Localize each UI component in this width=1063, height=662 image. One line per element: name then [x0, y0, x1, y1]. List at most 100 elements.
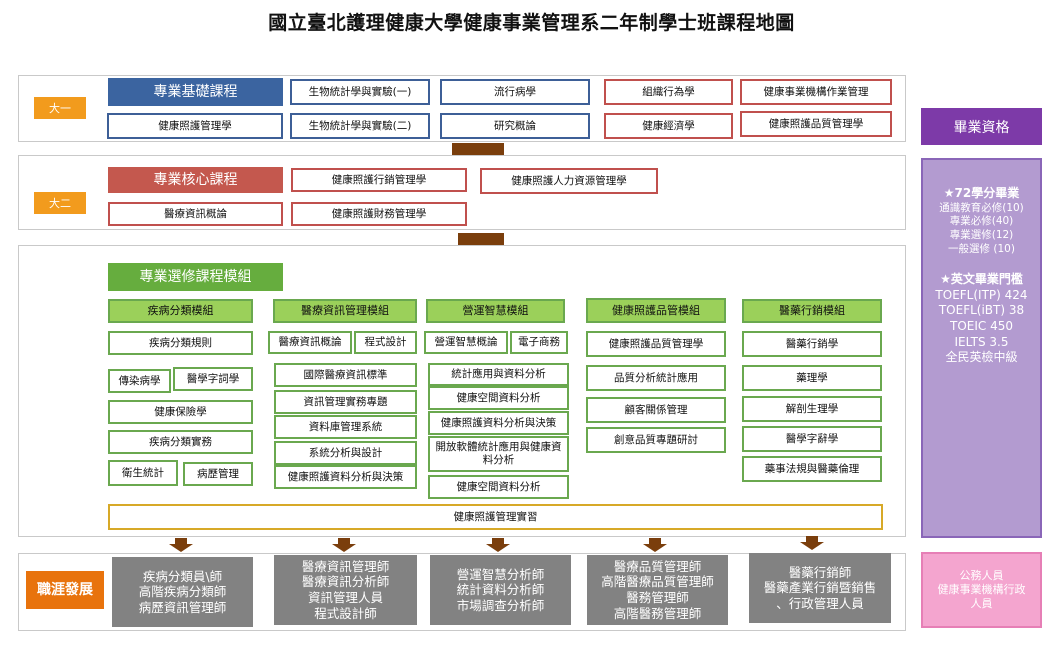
module-header: 醫藥行銷模組 [742, 299, 882, 323]
course-box: 研究概論 [440, 113, 590, 139]
career-box: 醫療品質管理師高階醫療品質管理師醫務管理師高階醫務管理師 [587, 555, 728, 625]
course-box: 藥理學 [742, 365, 882, 391]
career-title: 資訊管理人員 [307, 590, 383, 605]
english-item: 全民英檢中級 [945, 350, 1018, 365]
role-line: 人員 [970, 597, 993, 611]
english-item: TOEFL(ITP) 424 [935, 287, 1028, 302]
career-label: 職涯發展 [26, 571, 104, 609]
down-arrow-icon [486, 538, 510, 552]
graduation-header: 畢業資格 [921, 108, 1042, 145]
course-box: 病歷管理 [183, 462, 253, 486]
credit-item: 專業必修(40) [949, 215, 1014, 228]
course-box: 醫療資訊概論 [268, 331, 352, 354]
year1-header: 專業基礎課程 [108, 78, 283, 106]
course-box: 健康經濟學 [604, 113, 733, 139]
role-line: 健康事業機構行政 [937, 582, 1026, 596]
course-box: 健康事業機構作業管理 [740, 79, 892, 105]
down-arrow-icon [332, 538, 356, 552]
career-title: 程式設計師 [314, 605, 377, 621]
course-box: 資料庫管理系統 [274, 415, 417, 439]
course-box: 醫學字辭學 [742, 426, 882, 452]
module-header: 營運智慧模組 [426, 299, 565, 323]
course-box: 解剖生理學 [742, 396, 882, 422]
course-box: 資訊管理實務專題 [274, 390, 417, 414]
course-box: 健康照護行銷管理學 [291, 168, 467, 192]
course-box: 電子商務 [510, 331, 568, 354]
course-box: 程式設計 [354, 331, 417, 354]
module-header: 健康照護品管模組 [586, 298, 726, 323]
course-box: 健康照護資料分析與決策 [274, 465, 417, 489]
course-box: 健康空間資料分析 [428, 386, 569, 410]
career-box: 營運智慧分析師統計資料分析師市場調查分析師 [430, 555, 571, 625]
graduation-requirements: ★72學分畢業 通識教育必修(10) 專業必修(40) 專業選修(12) 一般選… [921, 158, 1042, 538]
down-arrow-icon [169, 538, 193, 552]
career-title: 醫療資訊分析師 [301, 574, 390, 590]
year2-label: 大二 [34, 192, 86, 214]
course-box: 疾病分類實務 [108, 430, 253, 454]
role-line: 公務人員 [959, 568, 1004, 582]
course-box: 醫療資訊概論 [108, 202, 283, 226]
english-item: TOEFL(iBT) 38 [938, 303, 1025, 318]
english-title: ★英文畢業門檻 [940, 272, 1023, 287]
career-title: 醫療資訊管理師 [301, 558, 390, 574]
course-box: 衛生統計 [108, 460, 178, 486]
english-item: TOEIC 450 [950, 318, 1013, 333]
career-title: 醫藥產業行銷暨銷售 [763, 580, 877, 596]
course-box: 流行病學 [440, 79, 590, 105]
career-title: 醫療品質管理師 [613, 558, 702, 574]
career-title: 高階疾病分類師 [138, 584, 227, 600]
course-box: 創意品質專題研討 [586, 427, 726, 453]
course-box: 國際醫療資訊標準 [274, 363, 417, 387]
course-box: 健康照護財務管理學 [291, 202, 467, 226]
course-box: 系統分析與設計 [274, 441, 417, 465]
module-header: 疾病分類模組 [108, 299, 253, 323]
credit-item: 一般選修 (10) [948, 242, 1015, 255]
module-header: 醫療資訊管理模組 [273, 299, 417, 323]
course-box: 品質分析統計應用 [586, 365, 726, 391]
course-box: 醫學字詞學 [173, 367, 253, 391]
career-title: 統計資料分析師 [456, 582, 545, 598]
career-title: 高階醫療品質管理師 [601, 574, 714, 590]
page-title: 國立臺北護理健康大學健康事業管理系二年制學士班課程地圖 [268, 12, 795, 34]
career-title: 、行政管理人員 [776, 595, 864, 611]
down-arrow-icon [643, 538, 667, 552]
electives-header: 專業選修課程模組 [108, 263, 283, 291]
course-box: 疾病分類規則 [108, 331, 253, 355]
course-box: 組織行為學 [604, 79, 733, 105]
career-title: 醫務管理師 [626, 590, 689, 605]
course-box: 醫藥行銷學 [742, 331, 882, 357]
course-box: 健康照護人力資源管理學 [480, 168, 658, 194]
course-box: 健康照護管理學 [107, 113, 283, 139]
course-box: 健康照護品質管理學 [740, 111, 892, 137]
credits-title: ★72學分畢業 [943, 186, 1020, 200]
career-title: 病歷資訊管理師 [138, 599, 227, 615]
course-box: 統計應用與資料分析 [428, 363, 569, 386]
credit-item: 通識教育必修(10) [939, 201, 1024, 214]
credit-item: 專業選修(12) [949, 228, 1014, 241]
english-item: IELTS 3.5 [954, 334, 1009, 349]
course-box: 生物統計學與實驗(一) [290, 79, 430, 105]
course-box: 健康空間資料分析 [428, 475, 569, 499]
course-box: 營運智慧概論 [424, 331, 508, 354]
career-box: 醫療資訊管理師醫療資訊分析師資訊管理人員程式設計師 [274, 555, 417, 625]
career-title: 醫藥行銷師 [788, 564, 852, 580]
down-arrow-icon [800, 536, 824, 550]
course-box: 健康保險學 [108, 400, 253, 424]
year2-header: 專業核心課程 [108, 167, 283, 193]
career-title: 疾病分類員\師 [142, 568, 223, 584]
course-box: 健康照護品質管理學 [586, 331, 726, 357]
career-title: 高階醫務管理師 [613, 605, 702, 621]
course-box: 生物統計學與實驗(二) [290, 113, 430, 139]
career-title: 市場調查分析師 [456, 597, 545, 613]
year1-label: 大一 [34, 97, 86, 119]
career-box: 疾病分類員\師高階疾病分類師病歷資訊管理師 [112, 557, 253, 627]
practicum-bar: 健康照護管理實習 [108, 504, 883, 530]
course-box: 傳染病學 [108, 369, 171, 393]
course-box: 藥事法規與醫藥倫理 [742, 456, 882, 482]
course-box: 開放軟體統計應用與健康資料分析 [428, 436, 569, 472]
public-roles-box: 公務人員健康事業機構行政人員 [921, 552, 1042, 628]
career-box: 醫藥行銷師醫藥產業行銷暨銷售、行政管理人員 [749, 553, 891, 623]
course-box: 健康照護資料分析與決策 [428, 411, 569, 435]
course-box: 顧客關係管理 [586, 397, 726, 423]
